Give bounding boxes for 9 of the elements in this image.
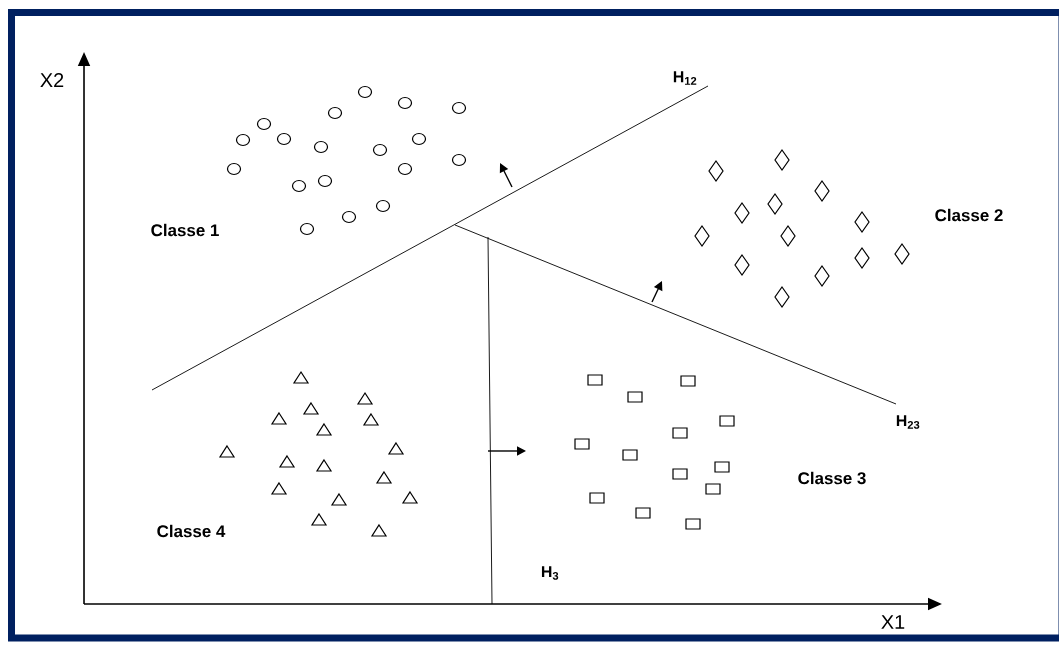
text-label: Classe 2 bbox=[935, 208, 1003, 222]
text-label: Classe 1 bbox=[151, 223, 219, 237]
text-label: H$_{3}$ bbox=[541, 566, 559, 580]
axis-label: X1 bbox=[881, 615, 905, 629]
text-label: Classe 3 bbox=[798, 471, 866, 485]
text-label: Classe 4 bbox=[157, 524, 226, 538]
axis-label: X2 bbox=[40, 73, 64, 87]
text-label: H$_{12}$ bbox=[673, 71, 697, 85]
text-label: H$_{23}$ bbox=[896, 415, 920, 429]
